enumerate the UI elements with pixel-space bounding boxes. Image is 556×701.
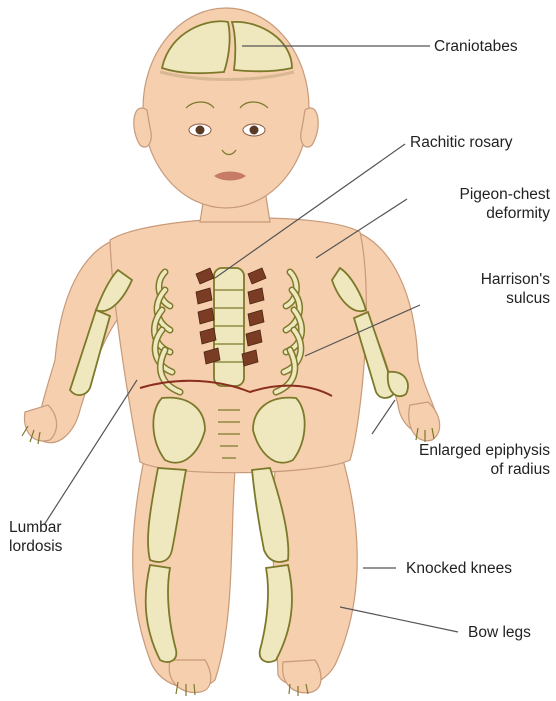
label-lumbar-line1: Lumbar bbox=[9, 518, 62, 537]
label-pigeon-chest: Pigeon-chest deformity bbox=[460, 185, 550, 223]
leader-bow-legs bbox=[340, 607, 458, 632]
label-harrisons-line1: Harrison's bbox=[481, 270, 550, 289]
label-lumbar-line2: lordosis bbox=[9, 537, 62, 556]
label-craniotabes-text: Craniotabes bbox=[434, 38, 518, 55]
label-harrisons-sulcus: Harrison's sulcus bbox=[481, 270, 550, 308]
label-lumbar-lordosis: Lumbar lordosis bbox=[9, 518, 62, 556]
label-harrisons-line2: sulcus bbox=[481, 289, 550, 308]
label-rachitic-rosary: Rachitic rosary bbox=[410, 133, 513, 152]
label-pigeon-chest-line2: deformity bbox=[460, 204, 550, 223]
label-bow-legs: Bow legs bbox=[468, 623, 531, 642]
label-bow-legs-text: Bow legs bbox=[468, 624, 531, 641]
label-enlarged-epiphysis: Enlarged epiphysis of radius bbox=[419, 441, 550, 479]
label-epiphysis-line1: Enlarged epiphysis bbox=[419, 441, 550, 460]
label-rachitic-rosary-text: Rachitic rosary bbox=[410, 134, 513, 151]
label-knocked-knees-text: Knocked knees bbox=[406, 560, 512, 577]
leader-enlarged-epiphysis bbox=[372, 400, 395, 434]
label-epiphysis-line2: of radius bbox=[419, 460, 550, 479]
label-knocked-knees: Knocked knees bbox=[406, 559, 512, 578]
label-craniotabes: Craniotabes bbox=[434, 37, 518, 56]
label-pigeon-chest-line1: Pigeon-chest bbox=[460, 185, 550, 204]
